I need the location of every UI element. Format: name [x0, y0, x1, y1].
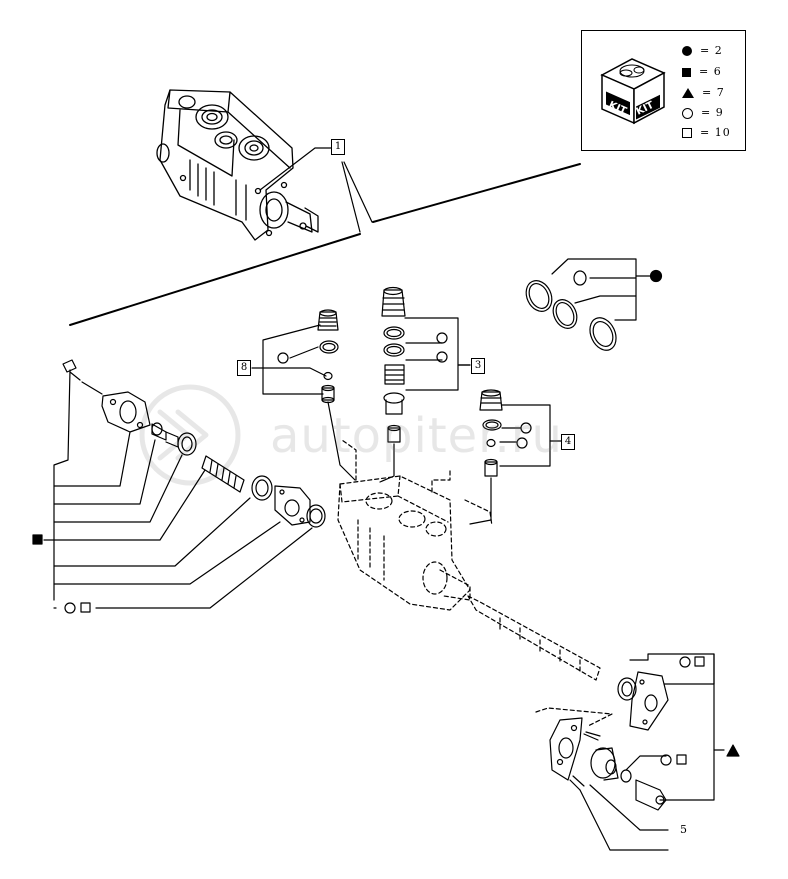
legend-entry-filled-square: = 6: [682, 62, 722, 82]
legend-entry-text: = 6: [699, 65, 722, 78]
bottom-right-cap-assembly: [535, 653, 740, 851]
legend-entry-filled-triangle: = 7: [682, 83, 725, 103]
watermark-text: autopiter.ru: [270, 408, 563, 464]
ref-label-left-group: 8: [237, 360, 251, 376]
seal-rings-group: [525, 258, 663, 351]
left-cap-assembly: [32, 359, 326, 614]
watermark-logo: [139, 384, 241, 486]
open-circle-icon: [682, 107, 693, 119]
legend-entry-text: = 10: [700, 126, 731, 139]
legend-entry-open-square: = 10: [682, 123, 731, 143]
kit-legend-box: KIT KIT = 2 = 6 = 7 = 9 = 10: [581, 30, 746, 151]
central-valve-body: [337, 439, 601, 681]
kit-box-icon: KIT KIT: [600, 58, 666, 125]
left-plug-column: [251, 309, 356, 481]
filled-circle-icon: [682, 46, 692, 56]
section-divider-line-2: [372, 163, 581, 223]
ref-label-middle-group: 3: [471, 358, 485, 374]
legend-entry-filled-circle: = 2: [682, 41, 723, 61]
ref-leader-1c: [343, 161, 373, 223]
filled-triangle-icon: [682, 88, 694, 98]
section-divider-line: [69, 233, 361, 326]
ref-leader-1b: [341, 161, 361, 233]
filled-square-icon: [682, 67, 691, 77]
item-label-bottom-part: 5: [680, 823, 687, 836]
right-plug-column: [469, 389, 563, 525]
legend-entry-text: = 2: [700, 44, 723, 57]
legend-entry-text: = 7: [702, 86, 725, 99]
open-square-icon: [682, 128, 692, 138]
legend-entry-text: = 9: [701, 106, 724, 119]
ref-label-right-group: 4: [561, 434, 575, 450]
ref-label-top-assembly: 1: [331, 139, 345, 155]
legend-entry-open-circle: = 9: [682, 103, 724, 123]
ref-leader-1: [259, 147, 333, 191]
top-valve-assembly: [156, 89, 319, 241]
